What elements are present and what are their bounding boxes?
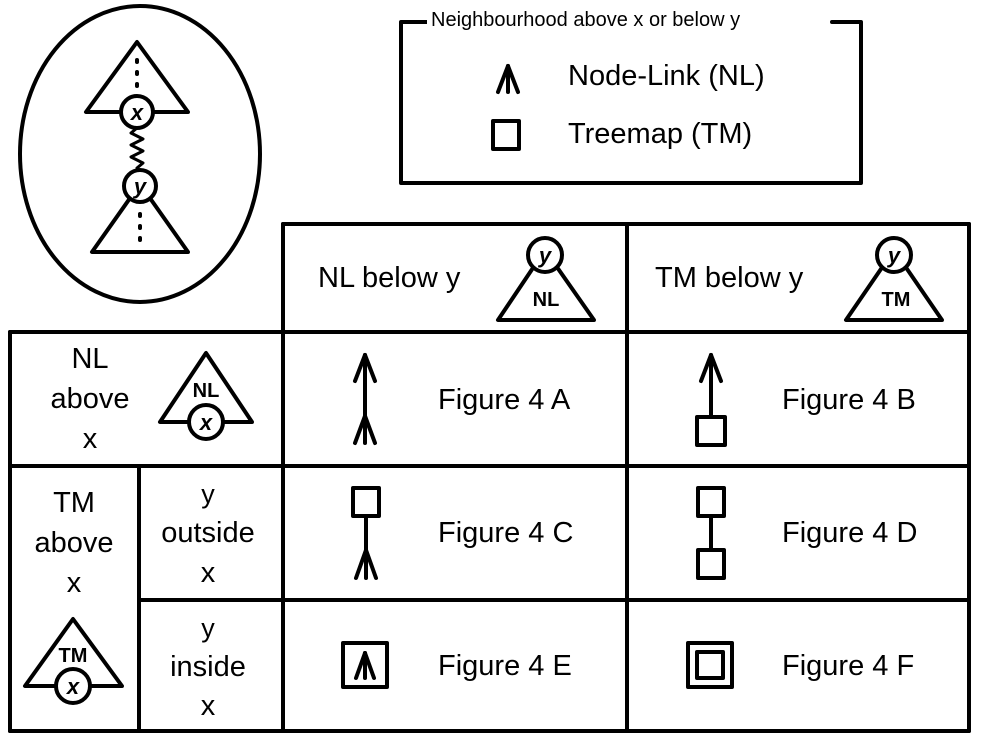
nl-below-y-badge-var: y (538, 243, 553, 268)
table-grid (8, 222, 971, 733)
cell-figure-4d-label: Figure 4 D (782, 517, 918, 549)
schematic-ellipse (18, 4, 262, 304)
legend-title: Neighbourhood above x or below y (427, 10, 745, 30)
cell-figure-4f-label: Figure 4 F (782, 650, 915, 682)
lower-triangle-icon (90, 182, 190, 254)
legend-label-node-link: Node-Link (NL) (568, 60, 765, 92)
cell-figure-4a-label: Figure 4 A (438, 384, 571, 416)
cell-figure-4c-label: Figure 4 C (438, 517, 574, 549)
nl-above-x-badge-icon: NL x (158, 351, 254, 441)
nl-below-y-badge-label: NL (533, 289, 560, 311)
node-y-label: y (133, 174, 148, 199)
nl-above-x-badge-var: x (199, 410, 213, 435)
squiggle-path-icon (129, 126, 145, 170)
node-y-circle-icon: y (122, 168, 158, 204)
row-header-tm-above-line3: x (66, 567, 82, 599)
figure-4d-glyph-icon (696, 486, 726, 580)
tm-above-x-badge-icon: TM x (23, 617, 124, 705)
cell-figure-4b-label: Figure 4 B (782, 384, 916, 416)
row-header-y-outside-line2: outside (161, 517, 255, 549)
figure-4c-glyph-icon (351, 486, 381, 580)
tm-below-y-badge-label: TM (882, 289, 911, 311)
column-header-tm-below-y: TM below y (655, 262, 804, 294)
row-header-y-inside-line3: x (200, 690, 216, 722)
row-header-y-inside-line2: inside (170, 651, 246, 683)
legend-label-treemap: Treemap (TM) (568, 118, 753, 150)
row-header-y-outside-line3: x (200, 557, 216, 589)
figure-4a-glyph-icon (353, 353, 377, 445)
node-x-label: x (130, 100, 144, 125)
row-header-tm-above-line2: above (34, 527, 114, 559)
node-x-circle-icon: x (119, 94, 155, 130)
row-header-y-inside-line1: y (201, 613, 215, 643)
figure-4f-glyph-icon (686, 641, 734, 689)
row-header-nl-above-line1: NL (71, 343, 109, 375)
row-header-y-outside-line1: y (201, 479, 215, 509)
row-header-tm-above-line1: TM (53, 487, 95, 519)
node-link-arrow-icon (496, 64, 520, 94)
legend-box (399, 20, 863, 185)
figure-4e-glyph-icon (341, 641, 389, 689)
tm-below-y-badge-icon: y TM (844, 236, 944, 322)
nl-above-x-badge-label: NL (193, 380, 220, 402)
figure-4b-glyph-icon (695, 353, 727, 447)
tm-above-x-badge-var: x (66, 674, 80, 699)
tm-above-x-badge-label: TM (59, 645, 88, 667)
nl-below-y-badge-icon: y NL (496, 236, 596, 322)
column-header-nl-below-y: NL below y (318, 262, 461, 294)
treemap-square-icon (491, 119, 521, 151)
row-header-nl-above-line3: x (82, 423, 98, 455)
row-header-nl-above-line2: above (50, 383, 130, 415)
cell-figure-4e-label: Figure 4 E (438, 650, 572, 682)
tm-below-y-badge-var: y (887, 243, 902, 268)
